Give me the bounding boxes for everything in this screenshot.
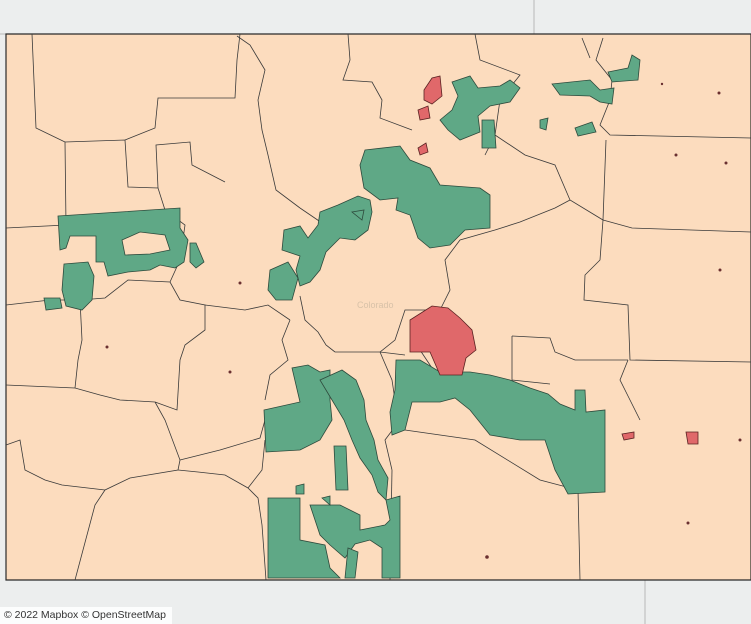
map-attribution[interactable]: © 2022 Mapbox © OpenStreetMap xyxy=(0,607,172,624)
red-regions xyxy=(409,75,699,445)
small-markers xyxy=(105,82,742,559)
green-regions xyxy=(43,54,641,579)
state-label: Colorado xyxy=(357,300,394,310)
